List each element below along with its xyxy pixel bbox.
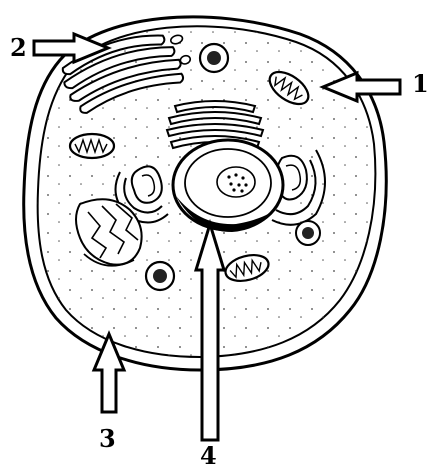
nucleolus [217,167,255,197]
lysosome-right [296,221,320,245]
lysosome-top [200,44,228,72]
label-1: 1 [412,69,429,98]
mitochondrion-left [70,134,114,158]
label-2: 2 [10,33,27,62]
lysosome-bottom [146,262,174,290]
label-4: 4 [200,441,217,470]
label-3: 3 [99,424,116,453]
